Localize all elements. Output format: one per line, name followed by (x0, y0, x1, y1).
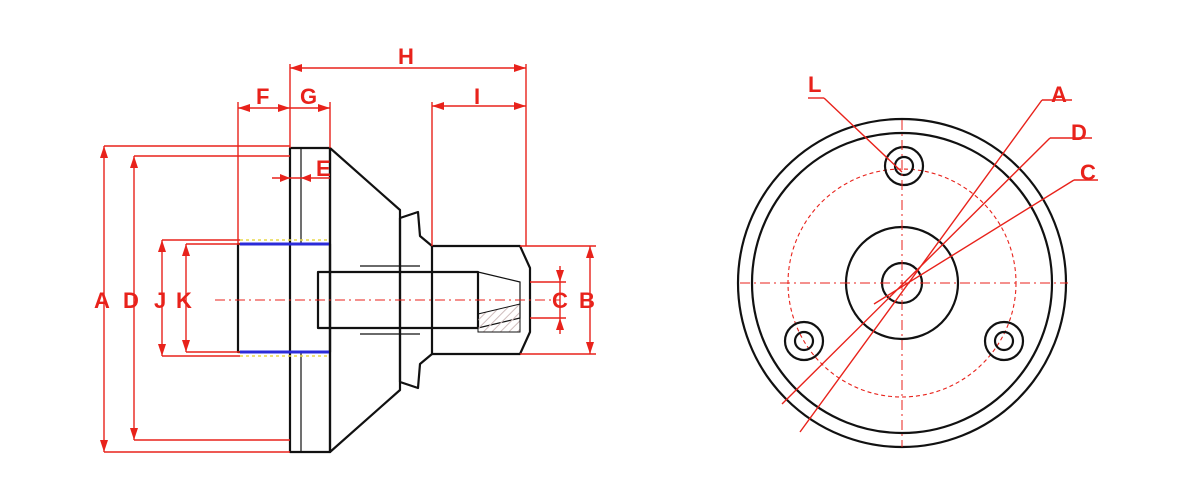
label-C-side: C (552, 288, 568, 313)
front-view (736, 117, 1068, 449)
inner-rim (750, 131, 1054, 435)
hub-boss (236, 242, 332, 354)
bolt-hole-right (983, 320, 1025, 362)
label-F: F (256, 84, 269, 109)
label-L: L (808, 72, 821, 97)
label-B: B (579, 288, 595, 313)
label-C-front: C (1080, 160, 1096, 185)
label-D-side: D (123, 288, 139, 313)
label-A-side: A (94, 288, 110, 313)
label-I: I (474, 84, 480, 109)
conical-body (328, 146, 402, 454)
label-E: E (316, 156, 331, 181)
label-D-front: D (1071, 120, 1087, 145)
label-G: G (300, 84, 317, 109)
section-hatch (477, 303, 521, 333)
label-K: K (176, 288, 192, 313)
side-view (215, 146, 560, 454)
label-H: H (398, 44, 414, 69)
label-A-front: A (1051, 82, 1067, 107)
bolt-hole-top (883, 145, 925, 187)
side-dimensions (100, 64, 596, 453)
front-dimensions (781, 97, 1098, 433)
bolt-hole-left (783, 320, 825, 362)
label-J: J (154, 288, 166, 313)
